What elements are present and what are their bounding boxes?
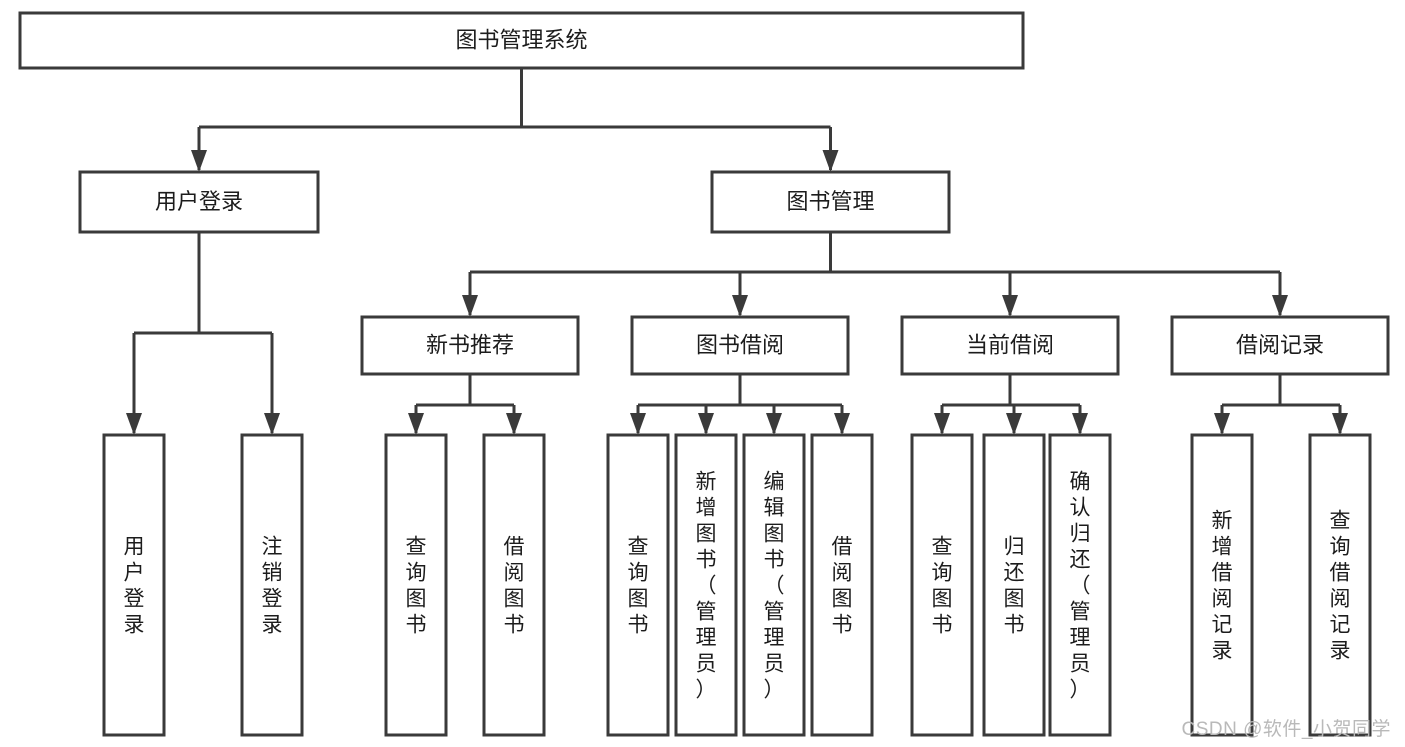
arrow-head-icon (934, 413, 950, 435)
arrow-head-icon (1072, 413, 1088, 435)
node-label: 借阅记录 (1236, 332, 1324, 357)
arrow-head-icon (1006, 413, 1022, 435)
level2-node-2[interactable]: 图书管理 (710, 170, 951, 234)
level2-node-1[interactable]: 用户登录 (78, 170, 320, 234)
node-label: 查询图书 (406, 535, 427, 636)
node-label: 当前借阅 (966, 332, 1054, 357)
node-label: 归还图书 (1004, 535, 1025, 636)
node-rect[interactable] (900, 315, 1120, 376)
leaf-node-12[interactable]: 新增借阅记录 (1190, 433, 1254, 737)
arrow-head-icon (1272, 295, 1288, 317)
arrow-head-icon (1214, 413, 1230, 435)
node-label: 查询图书 (932, 535, 953, 636)
node-rect[interactable] (1170, 315, 1390, 376)
arrow-head-icon (766, 413, 782, 435)
csdn-watermark: CSDN @软件_小贺同学 (1181, 719, 1391, 740)
arrow-head-icon (408, 413, 424, 435)
node-label: 图书管理系统 (455, 27, 587, 52)
node-label: 编辑图书（管理员） (764, 470, 785, 701)
node-label: 借阅图书 (504, 535, 525, 636)
arrow-head-icon (630, 413, 646, 435)
node-rect[interactable] (710, 170, 951, 234)
node-label: 确认归还（管理员） (1070, 470, 1091, 701)
node-rect[interactable] (1190, 433, 1254, 737)
level3-node-4[interactable]: 借阅记录 (1170, 315, 1390, 376)
node-label: 新增图书（管理员） (696, 470, 717, 701)
node-boxes-group: 图书管理系统用户登录图书管理新书推荐图书借阅当前借阅借阅记录用户登录注销登录查询… (18, 11, 1390, 737)
arrow-head-icon (126, 413, 142, 435)
node-rect[interactable] (810, 433, 874, 737)
arrow-head-icon (732, 295, 748, 317)
node-rect[interactable] (674, 433, 738, 737)
arrow-head-icon (462, 295, 478, 317)
node-label: 新书推荐 (426, 332, 514, 357)
node-label: 图书借阅 (696, 332, 784, 357)
level3-node-1[interactable]: 新书推荐 (360, 315, 580, 376)
leaf-node-10[interactable]: 归还图书 (982, 433, 1046, 737)
leaf-node-7[interactable]: 编辑图书（管理员） (742, 433, 806, 737)
arrow-head-icon (264, 413, 280, 435)
leaf-node-4[interactable]: 借阅图书 (482, 433, 546, 737)
leaf-node-11[interactable]: 确认归还（管理员） (1048, 433, 1112, 737)
node-rect[interactable] (910, 433, 974, 737)
arrow-head-icon (1002, 295, 1018, 317)
node-rect[interactable] (606, 433, 670, 737)
node-label: 新增借阅记录 (1212, 509, 1233, 662)
leaf-node-6[interactable]: 新增图书（管理员） (674, 433, 738, 737)
node-label: 用户登录 (155, 189, 243, 214)
node-rect[interactable] (1048, 433, 1112, 737)
node-rect[interactable] (360, 315, 580, 376)
node-rect[interactable] (482, 433, 546, 737)
node-label: 借阅图书 (832, 535, 853, 636)
arrow-head-icon (1332, 413, 1348, 435)
node-rect[interactable] (18, 11, 1025, 70)
node-label: 注销登录 (262, 535, 283, 636)
leaf-node-5[interactable]: 查询图书 (606, 433, 670, 737)
arrow-head-icon (698, 413, 714, 435)
leaf-node-3[interactable]: 查询图书 (384, 433, 448, 737)
level3-node-2[interactable]: 图书借阅 (630, 315, 850, 376)
connector-lines-group (126, 68, 1348, 435)
arrow-head-icon (506, 413, 522, 435)
node-rect[interactable] (1308, 433, 1372, 737)
node-label: 查询图书 (628, 535, 649, 636)
arrow-head-icon (834, 413, 850, 435)
level3-node-3[interactable]: 当前借阅 (900, 315, 1120, 376)
leaf-node-13[interactable]: 查询借阅记录 (1308, 433, 1372, 737)
node-rect[interactable] (78, 170, 320, 234)
node-rect[interactable] (982, 433, 1046, 737)
leaf-node-8[interactable]: 借阅图书 (810, 433, 874, 737)
root-node-1[interactable]: 图书管理系统 (18, 11, 1025, 70)
node-rect[interactable] (384, 433, 448, 737)
leaf-node-9[interactable]: 查询图书 (910, 433, 974, 737)
leaf-node-2[interactable]: 注销登录 (240, 433, 304, 737)
node-rect[interactable] (742, 433, 806, 737)
node-label: 用户登录 (124, 535, 145, 636)
node-rect[interactable] (240, 433, 304, 737)
node-label: 查询借阅记录 (1330, 509, 1351, 662)
arrow-head-icon (191, 150, 207, 172)
leaf-node-1[interactable]: 用户登录 (102, 433, 166, 737)
node-rect[interactable] (630, 315, 850, 376)
node-label: 图书管理 (786, 189, 874, 214)
node-rect[interactable] (102, 433, 166, 737)
arrow-head-icon (822, 150, 839, 172)
